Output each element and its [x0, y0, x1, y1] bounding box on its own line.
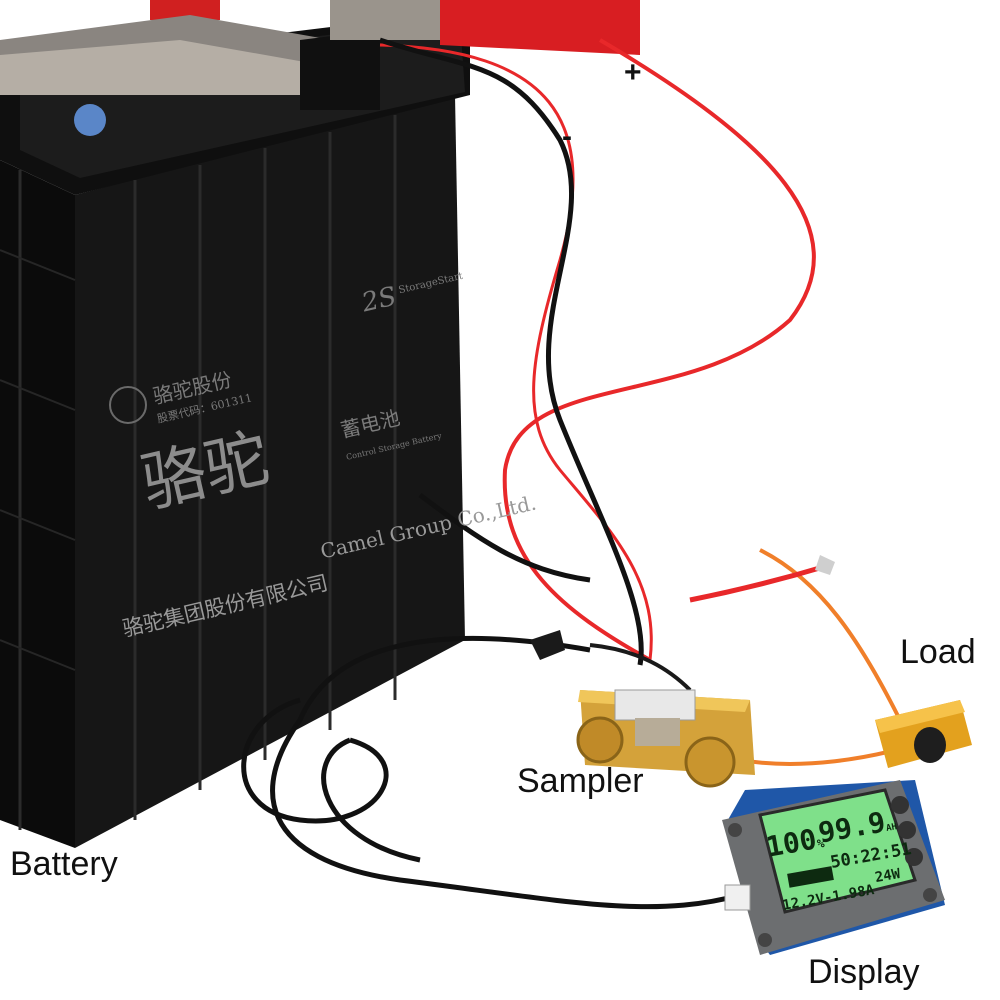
display-capacity-unit: AH — [885, 822, 898, 834]
sampler-shunt — [576, 689, 755, 788]
alligator-clip-red — [815, 555, 835, 575]
display-module — [722, 780, 945, 955]
load-label: Load — [900, 633, 976, 671]
battery-clamps — [0, 0, 640, 136]
load-resistor — [875, 700, 972, 768]
minus-label: - — [562, 120, 572, 153]
wires — [241, 37, 931, 910]
plus-label: + — [624, 56, 642, 89]
alligator-clip-black — [530, 630, 565, 660]
display-label: Display — [808, 953, 920, 991]
sampler-label: Sampler — [517, 762, 644, 800]
battery-label: Battery — [10, 845, 118, 883]
